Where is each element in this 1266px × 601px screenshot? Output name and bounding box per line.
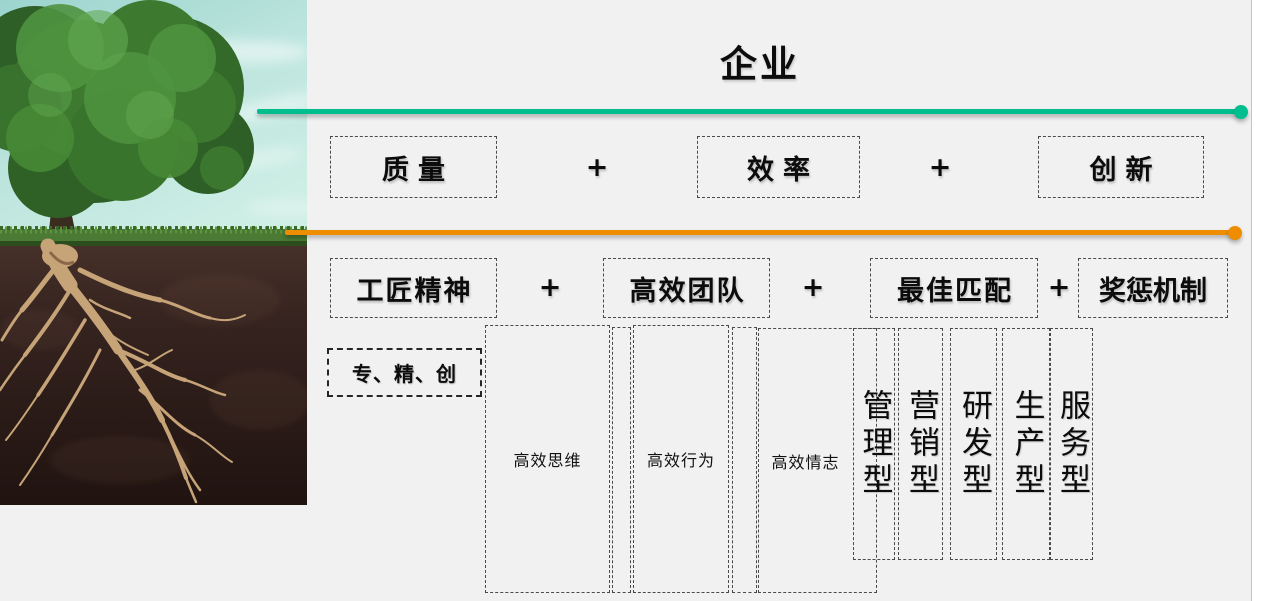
column-rd-type-label: 研发型 — [956, 388, 992, 500]
column-marketing-type-label: 营销型 — [903, 388, 939, 500]
plus-sign: + — [928, 151, 952, 183]
teal-divider-line — [257, 109, 1241, 114]
box-innovation-label: 创新 — [1089, 154, 1162, 186]
box-best-match: 最佳匹配 — [870, 258, 1038, 318]
box-efficient-emotion-label: 高效情志 — [771, 452, 840, 472]
box-quality-label: 质量 — [382, 154, 454, 186]
box-efficient-emotion: 高效情志 — [758, 328, 877, 593]
orange-line-end-dot — [1228, 226, 1242, 240]
box-craftsman-spirit-label: 工匠精神 — [356, 275, 473, 307]
box-efficient-thinking: 高效思维 — [485, 325, 610, 593]
plus-sign: + — [1047, 271, 1071, 303]
box-best-match-label: 最佳匹配 — [897, 275, 1013, 307]
box-quality: 质量 — [330, 136, 497, 198]
tree-roots-illustration — [0, 0, 337, 505]
root-crown — [42, 244, 78, 268]
box-innovation: 创新 — [1038, 136, 1204, 198]
box-efficient-thinking-label: 高效思维 — [513, 451, 582, 470]
plus-sign: + — [585, 151, 609, 183]
column-production-type: 生产型 — [1002, 328, 1050, 560]
column-production-type-label: 生产型 — [1008, 388, 1045, 500]
plus-sign: + — [801, 271, 825, 303]
plus-sign: + — [538, 271, 562, 303]
soil-texture — [0, 274, 310, 484]
column-marketing-type: 营销型 — [898, 328, 943, 560]
tree-foliage — [0, 0, 254, 218]
slide-title: 企业 — [720, 43, 800, 86]
column-management-type: 管理型 — [853, 328, 895, 560]
column-management-type-label: 管理型 — [856, 388, 893, 500]
teal-line-end-dot — [1234, 105, 1248, 119]
box-efficiency-label: 效率 — [747, 154, 819, 186]
box-efficient-behavior: 高效行为 — [633, 325, 729, 593]
box-efficient-behavior-label: 高效行为 — [646, 451, 715, 470]
spacer-box — [612, 327, 631, 593]
box-efficiency: 效率 — [697, 136, 860, 198]
box-efficient-team: 高效团队 — [603, 258, 770, 318]
box-craftsman-traits-label: 专、精、创 — [352, 362, 457, 386]
column-service-type: 服务型 — [1050, 328, 1093, 560]
orange-divider-line — [285, 230, 1235, 235]
grass — [0, 226, 307, 246]
root-crown-shade — [48, 251, 75, 266]
column-service-type-label: 服务型 — [1054, 388, 1090, 500]
box-reward-punishment-label: 奖惩机制 — [1099, 275, 1207, 307]
box-efficient-team-label: 高效团队 — [629, 275, 746, 307]
spacer-box — [732, 327, 757, 593]
column-rd-type: 研发型 — [950, 328, 997, 560]
tree-roots-photo — [0, 0, 337, 505]
box-reward-punishment-mechanism: 奖惩机制 — [1078, 258, 1228, 318]
box-craftsman-traits: 专、精、创 — [327, 348, 482, 397]
box-craftsman-spirit: 工匠精神 — [330, 258, 497, 318]
